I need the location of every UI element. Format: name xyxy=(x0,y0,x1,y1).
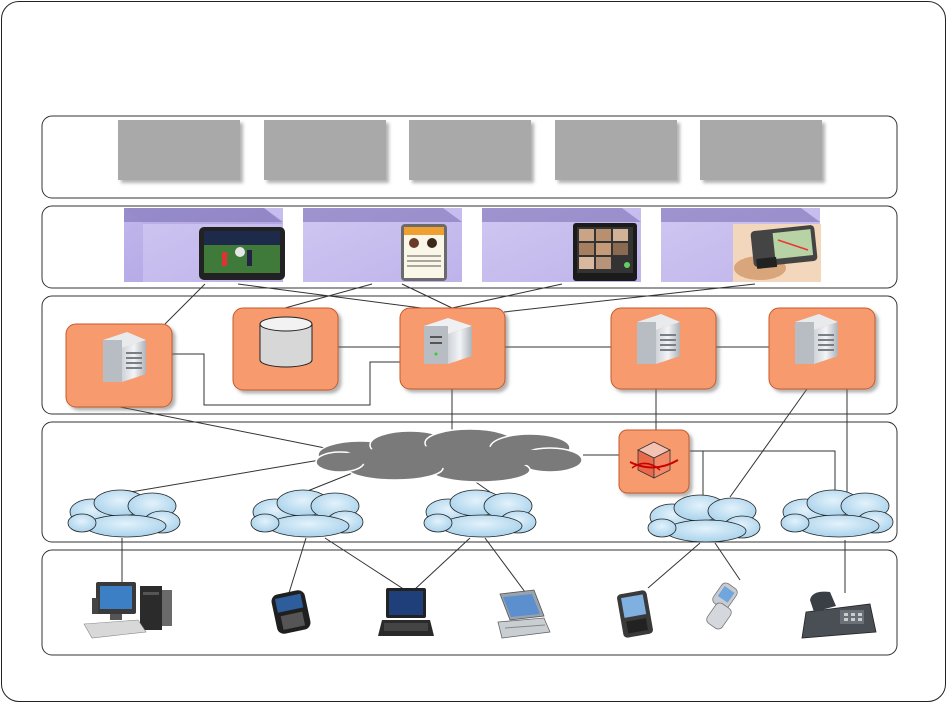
server-node-center xyxy=(399,307,506,390)
pda-icon xyxy=(617,590,653,638)
gateway-cube-icon xyxy=(629,441,679,479)
database-icon xyxy=(259,316,313,368)
service-box-4 xyxy=(555,120,677,180)
service-box-5 xyxy=(700,120,822,180)
presentation-device-smartphone-map xyxy=(661,208,821,282)
service-box-3 xyxy=(409,120,531,180)
server-node-left xyxy=(65,323,173,408)
terminal-laptop xyxy=(378,588,434,636)
access-network-cloud-3 xyxy=(423,489,537,538)
service-box-1 xyxy=(118,120,240,180)
terminal-mobile-phone xyxy=(271,590,311,634)
presentation-device-video-conference xyxy=(482,208,641,282)
server-icon xyxy=(424,318,472,364)
cloud-icon xyxy=(67,489,181,538)
video-player-icon xyxy=(199,227,285,280)
access-network-cloud-4 xyxy=(647,494,761,543)
presentation-device-pda-contacts xyxy=(303,208,462,282)
terminal-pda xyxy=(617,590,653,638)
map-phone-icon xyxy=(733,224,821,282)
server-node-right-2 xyxy=(768,307,876,390)
server-icon xyxy=(637,314,680,364)
video-conference-icon xyxy=(573,223,637,281)
core-network-cloud xyxy=(315,428,583,483)
terminal-layer-panel xyxy=(41,549,898,656)
service-boxes xyxy=(118,120,822,180)
cloud-icon xyxy=(423,489,537,538)
connection-lines xyxy=(119,283,848,597)
server-node-right-1 xyxy=(610,307,717,390)
server-icon xyxy=(795,314,838,364)
laptop-icon xyxy=(378,588,434,636)
database-node xyxy=(232,307,339,391)
service-box-2 xyxy=(264,120,386,180)
desk-phone-icon xyxy=(801,591,877,639)
server-icon xyxy=(103,332,146,382)
tablet-pc-icon xyxy=(497,589,551,639)
desktop-computer-icon xyxy=(83,582,172,639)
access-network-cloud-2 xyxy=(250,489,364,538)
presentation-device-tablet-video xyxy=(124,208,285,282)
gateway-node xyxy=(618,429,690,494)
access-network-cloud-1 xyxy=(67,489,181,538)
terminal-flip-phone xyxy=(706,582,738,630)
cloud-icon xyxy=(780,489,894,538)
contact-card-icon xyxy=(401,224,447,281)
terminal-tablet-pc xyxy=(497,589,551,639)
access-network-cloud-5 xyxy=(780,489,894,538)
flip-phone-icon xyxy=(706,582,738,630)
mobile-phone-icon xyxy=(271,590,311,634)
cloud-icon xyxy=(250,489,364,538)
terminal-desk-phone xyxy=(801,591,877,639)
terminal-desktop-pc xyxy=(83,582,172,639)
cloud-icon xyxy=(647,494,761,543)
